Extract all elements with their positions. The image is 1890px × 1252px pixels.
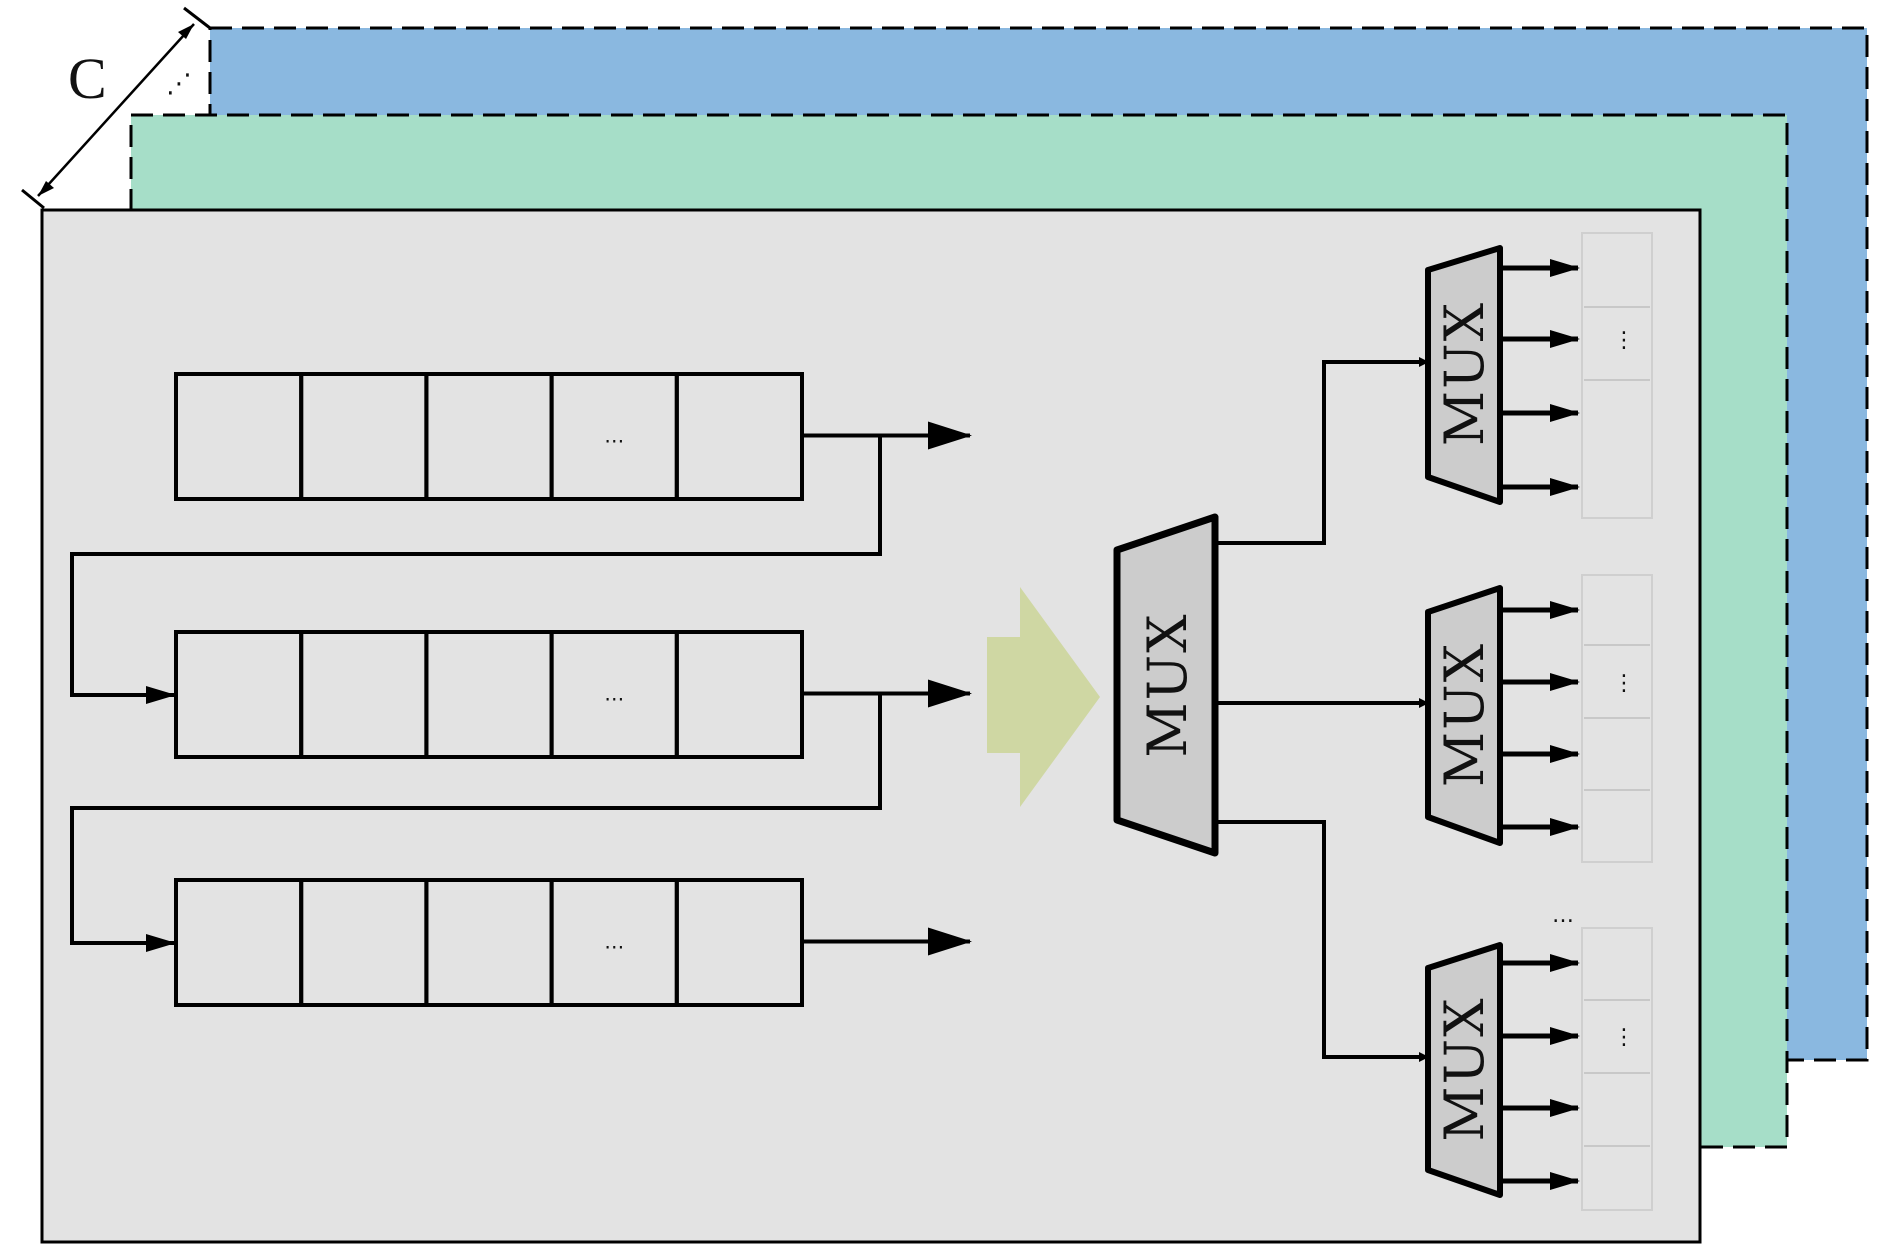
main-mux: MUX xyxy=(1113,513,1219,857)
layer-ellipsis: ⋰ xyxy=(166,69,192,99)
sub-muxes: ⋮ MUX ⋮ MUX ⋮ MUX xyxy=(1425,232,1653,1211)
sub-mux-group: ⋮ MUX xyxy=(1425,232,1653,519)
sub-mux-label: MUX xyxy=(1433,301,1496,446)
dimension-arrow-line xyxy=(37,23,195,197)
register-row: … xyxy=(174,878,972,1007)
register-rows: … … … xyxy=(174,372,972,1007)
register-row: … xyxy=(174,630,972,759)
register-cell-ellipsis: … xyxy=(604,930,624,954)
output-buffer-column xyxy=(1581,232,1653,519)
dimension-arrowhead-top xyxy=(178,24,194,39)
sub-mux-label: MUX xyxy=(1433,996,1496,1141)
sub-mux-group: ⋮ MUX xyxy=(1425,574,1653,863)
buffer-ellipsis: ⋮ xyxy=(1613,671,1635,696)
dimension-label: C xyxy=(68,46,107,111)
dimension-tick-bottom xyxy=(21,188,45,210)
register-row: … xyxy=(174,372,972,501)
buffer-ellipsis: ⋮ xyxy=(1613,328,1635,353)
dimension-arrowhead-bottom xyxy=(38,181,54,196)
main-mux-label: MUX xyxy=(1136,612,1199,757)
output-buffer-column xyxy=(1581,927,1653,1211)
feedback-wire-2 xyxy=(70,695,882,952)
sub-mux-body xyxy=(1425,942,1503,1198)
sub-mux-gap-ellipsis: … xyxy=(1552,903,1574,928)
buffer-ellipsis: ⋮ xyxy=(1613,1025,1635,1050)
register-cell-ellipsis: … xyxy=(604,682,624,706)
sub-mux-body xyxy=(1425,585,1503,846)
big-flow-arrow xyxy=(987,587,1100,807)
dimension-tick-top xyxy=(183,6,211,30)
mux-wire-bottom xyxy=(1215,820,1429,1062)
sub-mux-label: MUX xyxy=(1433,642,1496,787)
feedback-wire-1 xyxy=(70,436,882,704)
channel-layer-front xyxy=(40,208,1702,1244)
main-mux-body xyxy=(1113,513,1219,857)
register-cell-ellipsis: … xyxy=(604,424,624,448)
channel-dimension-indicator: C ⋰ xyxy=(21,6,211,210)
sub-mux-body xyxy=(1425,245,1503,505)
mux-wire-top xyxy=(1215,357,1429,545)
sub-mux-group: ⋮ MUX xyxy=(1425,927,1653,1211)
